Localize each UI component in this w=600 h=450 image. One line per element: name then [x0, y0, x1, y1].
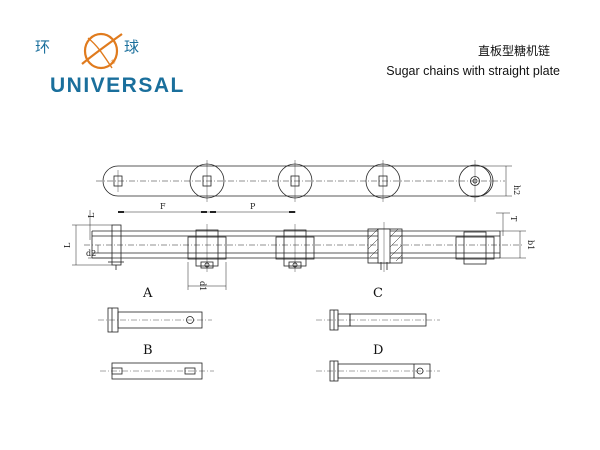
- page-title-en: Sugar chains with straight plate: [386, 64, 560, 78]
- pin-c-drawing: [316, 309, 440, 331]
- pin-label-a: A: [142, 286, 153, 301]
- dim-label-l-small: L: [87, 212, 96, 218]
- dim-label-l: L: [63, 242, 72, 248]
- company-logo: 环 ® 球 UNIVERSAL: [30, 20, 183, 100]
- globe-logo-icon: ®: [81, 32, 123, 70]
- logo-text-cn-left: 环: [35, 38, 52, 56]
- dim-label-t: T: [509, 216, 518, 222]
- dim-label-f: F: [160, 202, 166, 211]
- chain-side-view: [72, 210, 526, 290]
- dim-label-d1: d1: [198, 281, 207, 291]
- pin-label-b: B: [143, 343, 153, 358]
- page-title-cn: 直板型糖机链: [477, 44, 550, 58]
- svg-text:®: ®: [110, 59, 116, 66]
- pin-label-d: D: [373, 343, 383, 358]
- logo-text-en: UNIVERSAL: [50, 74, 185, 97]
- dim-label-b1: b1: [526, 240, 535, 250]
- chain-top-view: [96, 160, 512, 213]
- logo-text-cn-right: 球: [124, 38, 141, 56]
- pin-a-drawing: [98, 307, 212, 333]
- dim-label-p: P: [250, 202, 256, 211]
- pin-d-drawing: [316, 360, 440, 382]
- dim-label-d2: d2: [86, 249, 96, 258]
- dim-label-h2: h2: [512, 185, 521, 195]
- pin-label-c: C: [373, 286, 383, 301]
- pin-b-drawing: [100, 362, 214, 380]
